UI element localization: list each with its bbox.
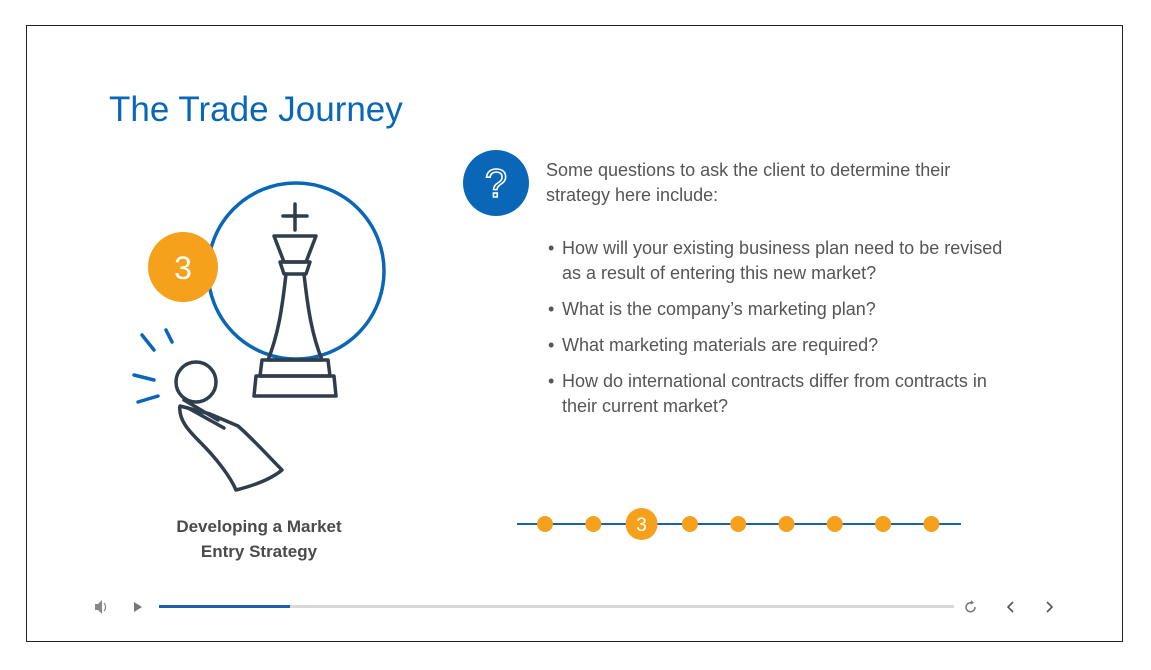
seek-bar[interactable] [159,605,954,608]
list-item-text: How will your existing business plan nee… [562,238,1003,283]
seek-bar-fill [159,605,291,608]
chevron-right-icon[interactable] [1043,594,1055,628]
progress-dot-current [625,508,658,540]
list-item: • How will your existing business plan ne… [546,236,1006,286]
progress-dot [826,516,843,532]
progress-dot [730,516,747,532]
bullet-dot: • [548,299,555,319]
motion-lines-icon [132,328,174,404]
list-item-text: What is the company’s marketing plan? [562,299,876,319]
step-number-circle [148,232,218,302]
player-controls [92,594,1062,620]
step-progress: 3 [515,502,965,546]
step-number: 3 [174,250,192,286]
replay-icon[interactable] [964,594,978,628]
play-icon[interactable] [132,594,144,628]
list-item-text: What marketing materials are required? [562,335,879,355]
caption-line-2: Entry Strategy [200,542,318,561]
chess-illustration: 3 [120,170,420,510]
chevron-left-icon[interactable] [1005,594,1017,628]
pawn-piece-icon [174,360,284,492]
slide-title: The Trade Journey [109,90,403,129]
volume-icon[interactable] [94,594,108,628]
bullet-dot: • [548,238,555,258]
list-item: • What marketing materials are required? [546,333,1006,358]
question-icon: ? [463,150,529,216]
progress-dot [778,516,795,532]
progress-dot [681,516,698,532]
progress-dot [585,516,602,532]
list-item: • How do international contracts differ f… [546,369,1006,419]
bullet-dot: • [548,371,555,391]
bullet-dot: • [548,335,555,355]
intro-text: Some questions to ask the client to dete… [546,160,951,205]
progress-dot [537,516,553,532]
king-piece-icon [252,202,338,398]
step-caption: Developing a Market Entry Strategy [140,514,378,564]
slide-frame [26,25,1123,642]
progress-dot [923,516,940,532]
progress-dot [875,516,892,532]
progress-dot-label: 3 [636,515,647,536]
question-list: • How will your existing business plan ne… [546,236,1006,430]
list-item-text: How do international contracts differ fr… [562,371,987,416]
caption-line-1: Developing a Market [176,517,342,536]
question-glyph: ? [485,162,507,206]
list-item: • What is the company’s marketing plan? [546,297,1006,322]
